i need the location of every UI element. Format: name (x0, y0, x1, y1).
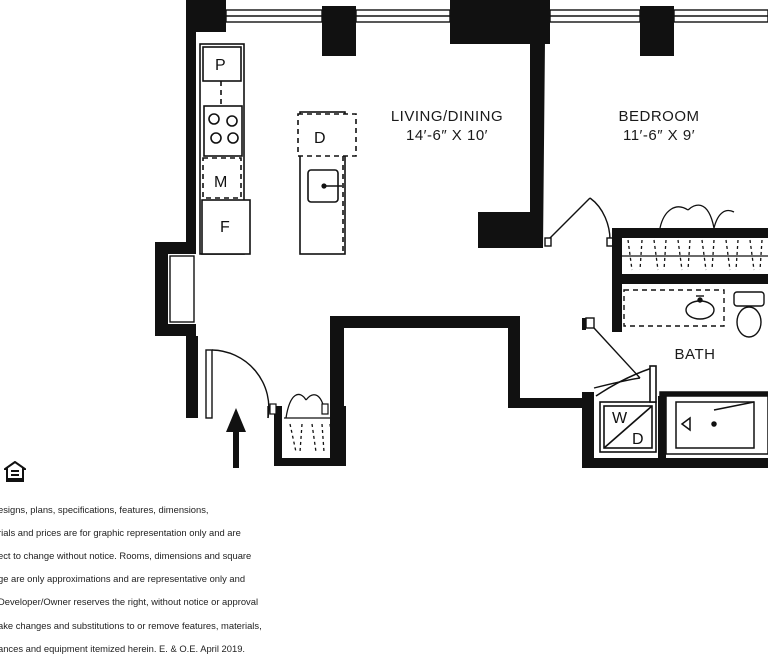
floor-plan: P M F D (155, 0, 768, 468)
living-dining-dims: 14′-6″ X 10′ (406, 127, 488, 144)
partition-wall (478, 40, 545, 248)
bedroom-dims: 11′-6″ X 9′ (622, 127, 696, 144)
washer-dryer-label: W D (612, 410, 644, 448)
living-dining-name: LIVING/DINING (390, 108, 504, 125)
disclaimer-line: ances and equipment itemized herein. E. … (0, 642, 246, 654)
bedroom-name: BEDROOM (618, 108, 700, 125)
kitchen-island (297, 111, 357, 255)
disclaimer-line: ect to change without notice. Rooms, dim… (0, 549, 252, 561)
toilet (733, 291, 765, 338)
bedroom-closet (612, 204, 768, 332)
bedroom-door[interactable] (544, 197, 614, 247)
bath-wall (330, 316, 768, 468)
svg-text:W: W (612, 410, 628, 427)
bath-label: BATH (662, 346, 728, 363)
disclaimer-text: esigns, plans, specifications, features,… (0, 492, 268, 666)
equal-housing-opportunity-icon (4, 461, 26, 482)
bath-vanity (623, 289, 725, 327)
bath-name: BATH (674, 346, 716, 363)
disclaimer-line: Developer/Owner reserves the right, with… (0, 596, 259, 608)
svg-text:D: D (632, 431, 644, 448)
entry-door[interactable] (205, 349, 270, 419)
entry-arrow-icon (226, 408, 246, 468)
disclaimer-line: rials and prices are for graphic represe… (0, 526, 241, 538)
disclaimer-line: esigns, plans, specifications, features,… (0, 503, 209, 515)
svg-text:P: P (215, 57, 226, 74)
disclaimer-line: ge are only approximations and are repre… (0, 573, 246, 585)
left-wall (155, 0, 198, 418)
washer-dryer (595, 365, 657, 453)
pantry-label: P (215, 57, 226, 74)
disclaimer-line: ake changes and substitutions to or remo… (0, 619, 262, 631)
svg-text:D: D (314, 130, 326, 147)
microwave-label: M (214, 174, 227, 191)
svg-text:F: F (220, 219, 230, 236)
kitchen-counter (199, 43, 251, 255)
bedroom-label: BEDROOM 11′-6″ X 9′ (596, 108, 722, 144)
wall-piers (188, 0, 674, 56)
svg-text:M: M (214, 174, 227, 191)
shower (659, 391, 768, 455)
fridge-label: F (220, 219, 230, 236)
dishwasher-label: D (314, 130, 326, 147)
living-dining-label: LIVING/DINING 14′-6″ X 10′ (370, 108, 524, 144)
